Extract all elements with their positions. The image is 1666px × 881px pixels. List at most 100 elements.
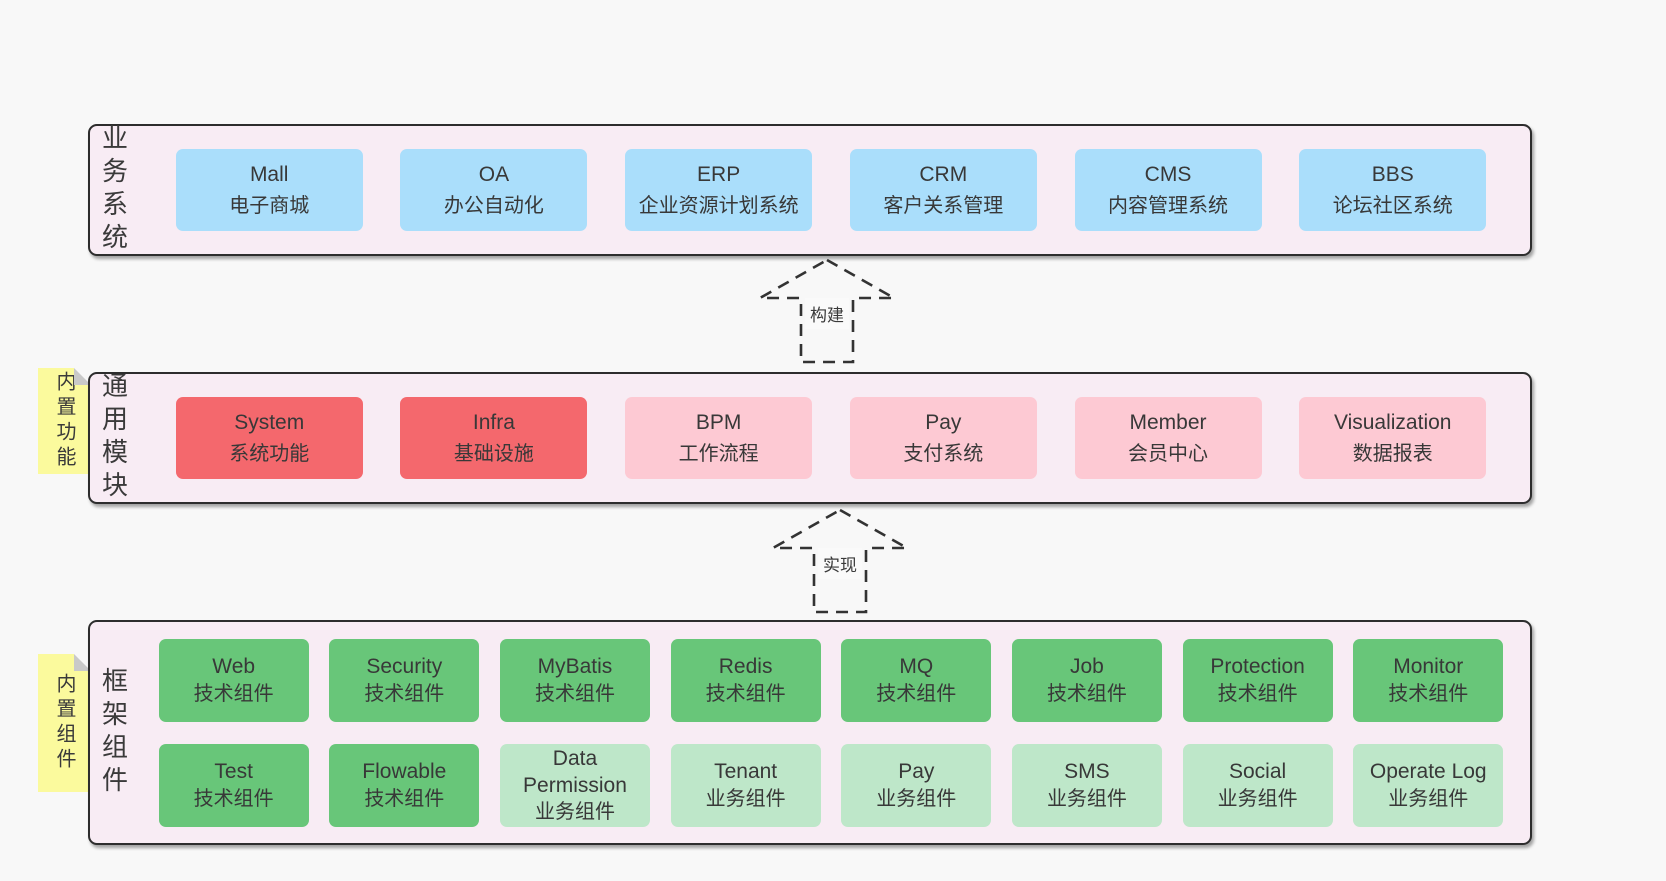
box-title: Web xyxy=(212,655,256,679)
dashed-up-arrow-icon xyxy=(755,258,899,364)
box-subtitle: 数据报表 xyxy=(1352,442,1433,465)
box-subtitle: 支付系统 xyxy=(903,442,984,465)
box-title: Mall xyxy=(249,163,289,187)
arrow-up-build: 构建 xyxy=(737,256,917,366)
box-title: BPM xyxy=(695,411,742,435)
box-pay-module: Pay 支付系统 xyxy=(849,397,1037,479)
box-subtitle: 系统功能 xyxy=(229,442,310,465)
component-row-1: Web 技术组件 Security 技术组件 MyBatis 技术组件 Redi… xyxy=(138,638,1524,722)
box-subtitle: 技术组件 xyxy=(1046,682,1127,705)
layer-business-systems: 业务系统 Mall 电子商城 OA 办公自动化 ERP 企业资源计划系统 CRM… xyxy=(88,124,1532,256)
box-title: CMS xyxy=(1144,163,1192,187)
layer-label-components: 框架组件 xyxy=(90,622,138,843)
layer-label-modules: 通用模块 xyxy=(90,372,138,504)
box-operate-log: Operate Log 业务组件 xyxy=(1353,743,1504,827)
box-subtitle: 会员中心 xyxy=(1128,442,1209,465)
box-title: Social xyxy=(1228,760,1287,784)
box-title: Pay xyxy=(925,411,962,435)
box-title: Monitor xyxy=(1393,655,1464,679)
box-subtitle: 技术组件 xyxy=(1388,682,1469,705)
business-boxes-row: Mall 电子商城 OA 办公自动化 ERP 企业资源计划系统 CRM 客户关系… xyxy=(138,126,1530,254)
box-subtitle: 内容管理系统 xyxy=(1108,194,1229,217)
box-subtitle: 工作流程 xyxy=(678,442,759,465)
box-title: Redis xyxy=(718,655,773,679)
box-bpm: BPM 工作流程 xyxy=(625,397,813,479)
box-subtitle: 电子商城 xyxy=(229,194,310,217)
box-subtitle: 业务组件 xyxy=(1388,787,1469,810)
box-subtitle: 技术组件 xyxy=(364,787,445,810)
box-title: Security xyxy=(366,655,443,679)
box-social: Social 业务组件 xyxy=(1182,743,1333,827)
box-subtitle: 业务组件 xyxy=(1217,787,1298,810)
box-subtitle: 技术组件 xyxy=(876,682,957,705)
box-subtitle: 客户关系管理 xyxy=(883,194,1004,217)
box-subtitle: 技术组件 xyxy=(193,787,274,810)
box-title: Job xyxy=(1070,655,1104,679)
box-title: MyBatis xyxy=(537,655,613,679)
box-title: MQ xyxy=(899,655,934,679)
box-subtitle: 基础设施 xyxy=(453,442,534,465)
box-title: Operate Log xyxy=(1369,760,1487,784)
box-protection: Protection 技术组件 xyxy=(1182,638,1333,722)
arrow-label-build: 构建 xyxy=(805,298,849,329)
box-crm: CRM 客户关系管理 xyxy=(849,149,1037,231)
box-subtitle: 企业资源计划系统 xyxy=(638,194,799,217)
box-monitor: Monitor 技术组件 xyxy=(1353,638,1504,722)
box-subtitle: 业务组件 xyxy=(705,787,786,810)
box-bbs: BBS 论坛社区系统 xyxy=(1299,149,1487,231)
box-subtitle: 技术组件 xyxy=(534,682,615,705)
box-subtitle: 业务组件 xyxy=(534,801,615,824)
component-boxes-grid: Web 技术组件 Security 技术组件 MyBatis 技术组件 Redi… xyxy=(138,622,1530,843)
box-cms: CMS 内容管理系统 xyxy=(1074,149,1262,231)
layer-common-modules: 通用模块 System 系统功能 Infra 基础设施 BPM 工作流程 Pay… xyxy=(88,372,1532,504)
arrow-label-implement: 实现 xyxy=(818,548,862,579)
box-flowable: Flowable 技术组件 xyxy=(329,743,480,827)
box-mq: MQ 技术组件 xyxy=(841,638,992,722)
layer-label-business: 业务系统 xyxy=(90,124,138,256)
box-pay-component: Pay 业务组件 xyxy=(841,743,992,827)
box-title: Tenant xyxy=(714,760,778,784)
box-web: Web 技术组件 xyxy=(158,638,309,722)
box-title: BBS xyxy=(1371,163,1414,187)
box-title: OA xyxy=(478,163,510,187)
box-title: SMS xyxy=(1064,760,1110,784)
sticky-note-text: 内置组件 xyxy=(53,673,75,773)
box-data-permission: Data Permission 业务组件 xyxy=(499,743,650,827)
box-visualization: Visualization 数据报表 xyxy=(1299,397,1487,479)
arrow-up-implement: 实现 xyxy=(750,506,930,616)
sticky-note-builtin-components: 内置组件 xyxy=(38,654,91,792)
dashed-up-arrow-icon xyxy=(768,508,912,614)
box-title: System xyxy=(234,411,305,435)
module-boxes-row: System 系统功能 Infra 基础设施 BPM 工作流程 Pay 支付系统… xyxy=(138,374,1530,502)
box-system: System 系统功能 xyxy=(175,397,363,479)
box-mybatis: MyBatis 技术组件 xyxy=(499,638,650,722)
box-title: Visualization xyxy=(1333,411,1452,435)
box-title: Pay xyxy=(898,760,935,784)
box-tenant: Tenant 业务组件 xyxy=(670,743,821,827)
box-subtitle: 技术组件 xyxy=(193,682,274,705)
component-row-2: Test 技术组件 Flowable 技术组件 Data Permission … xyxy=(138,743,1524,827)
layer-label-text: 框架组件 xyxy=(98,666,129,799)
box-job: Job 技术组件 xyxy=(1011,638,1162,722)
box-subtitle: 技术组件 xyxy=(364,682,445,705)
box-subtitle: 办公自动化 xyxy=(443,194,544,217)
box-subtitle: 论坛社区系统 xyxy=(1332,194,1453,217)
box-redis: Redis 技术组件 xyxy=(670,638,821,722)
box-title: Test xyxy=(214,760,253,784)
box-subtitle: 业务组件 xyxy=(1046,787,1127,810)
layer-label-text: 通用模块 xyxy=(98,372,129,504)
box-mall: Mall 电子商城 xyxy=(175,149,363,231)
layer-framework-components: 框架组件 Web 技术组件 Security 技术组件 MyBatis 技术组件… xyxy=(88,620,1532,845)
box-subtitle: 技术组件 xyxy=(705,682,786,705)
box-title: Flowable xyxy=(362,760,447,784)
box-title: Infra xyxy=(472,411,515,435)
box-member: Member 会员中心 xyxy=(1074,397,1262,479)
layer-label-text: 业务系统 xyxy=(98,124,129,256)
box-subtitle: 技术组件 xyxy=(1217,682,1298,705)
box-subtitle: 业务组件 xyxy=(876,787,957,810)
box-title: Member xyxy=(1129,411,1207,435)
box-erp: ERP 企业资源计划系统 xyxy=(625,149,813,231)
box-test: Test 技术组件 xyxy=(158,743,309,827)
box-title: CRM xyxy=(919,163,968,187)
